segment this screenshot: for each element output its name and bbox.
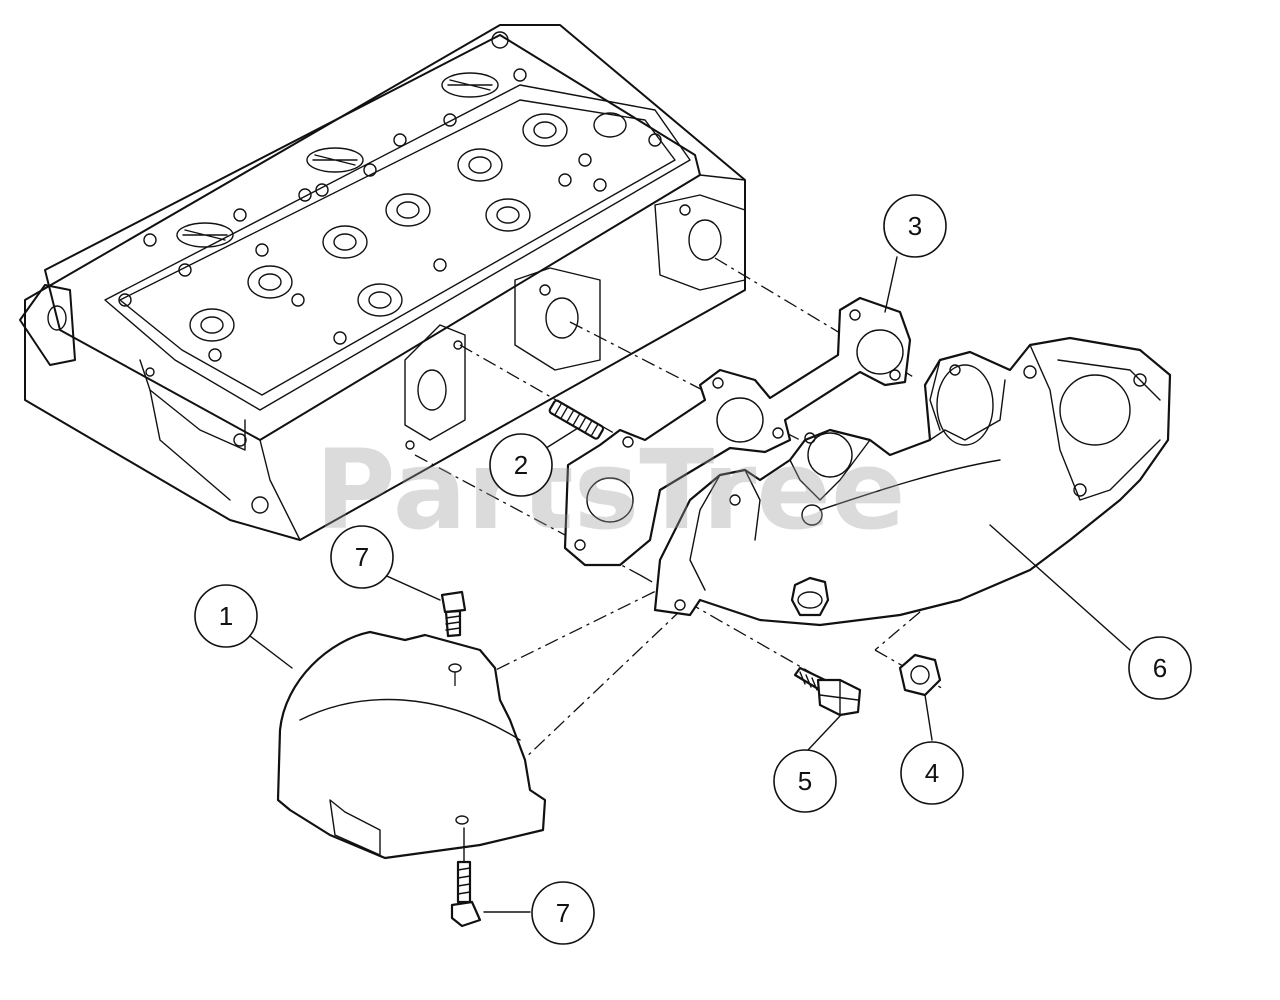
heat-shield — [276, 630, 547, 860]
callout-5: 5 — [773, 749, 837, 813]
leader-lines — [249, 256, 1131, 913]
callout-2-label: 2 — [514, 450, 528, 480]
exhaust-manifold — [653, 336, 1172, 627]
callout-2: 2 — [489, 433, 553, 497]
callout-4: 4 — [900, 741, 964, 805]
flange-nut — [898, 653, 942, 697]
watermark: PartsTree — [315, 426, 906, 554]
callout-3: 3 — [883, 194, 947, 258]
valve-pockets — [189, 112, 627, 342]
callout-6: 6 — [1128, 636, 1192, 700]
callout-6-label: 6 — [1153, 653, 1167, 683]
head-exhaust-ports — [404, 194, 746, 441]
callout-7-top-label: 7 — [355, 542, 369, 572]
callout-7-bottom-label: 7 — [556, 898, 570, 928]
screw-top — [440, 590, 467, 638]
callout-7-bottom: 7 — [531, 881, 595, 945]
head-bolt-holes — [118, 31, 662, 362]
callout-1: 1 — [194, 584, 258, 648]
flange-bolt — [793, 666, 862, 717]
exhaust-stud — [548, 399, 605, 440]
screw-bottom — [450, 827, 482, 928]
exhaust-manifold-gasket — [563, 296, 912, 567]
callout-4-label: 4 — [925, 758, 939, 788]
callout-3-label: 3 — [908, 211, 922, 241]
cylinder-head — [19, 24, 746, 541]
callout-5-label: 5 — [798, 766, 812, 796]
callout-7-top: 7 — [330, 525, 394, 589]
manifold-nut — [790, 576, 830, 617]
callout-1-label: 1 — [219, 601, 233, 631]
